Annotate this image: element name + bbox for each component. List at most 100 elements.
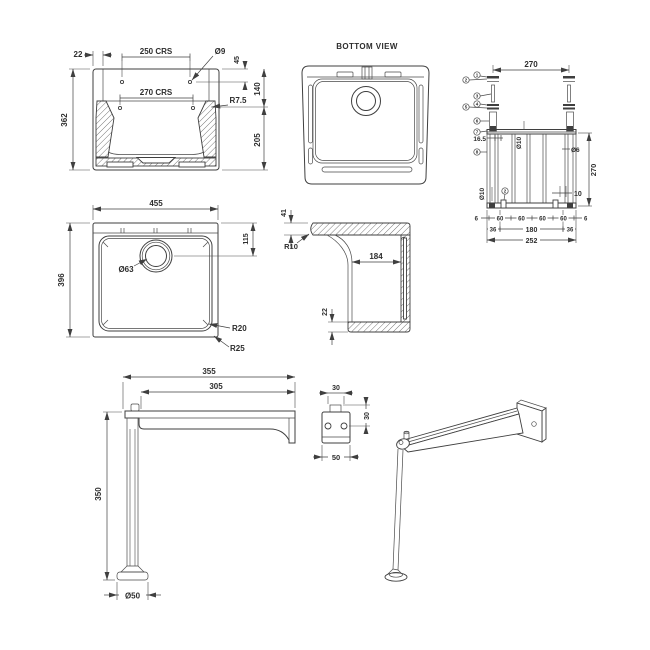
dim-label: 60 bbox=[518, 217, 525, 223]
leg-side-view: 355 305 350 Ø50 bbox=[94, 367, 296, 601]
dim-label: Ø9 bbox=[215, 47, 226, 56]
callout-balloons: 1 2 3 4 5 6 7 8 2 bbox=[462, 71, 509, 201]
leg-perspective-view bbox=[384, 399, 547, 582]
dim-total-length: 355 bbox=[122, 367, 296, 409]
dim-top-width: 270 bbox=[492, 60, 570, 73]
fixing-screw-left bbox=[487, 76, 499, 132]
dim-label: 252 bbox=[526, 238, 538, 245]
dim-corner-radius: R7.5 bbox=[211, 96, 247, 109]
callout-label: 2 bbox=[465, 78, 468, 83]
dim-width: 455 bbox=[92, 199, 219, 220]
dim-label: Ø50 bbox=[125, 592, 141, 601]
dim-label: 270 CRS bbox=[140, 88, 173, 97]
dim-bowl-width: 184 bbox=[351, 252, 402, 265]
dim-rod-dia: Ø10 bbox=[516, 121, 525, 149]
dim-label: 22 bbox=[74, 50, 83, 59]
dim-front-radius: R10 bbox=[284, 233, 310, 251]
plate-hole bbox=[324, 422, 332, 430]
dim-label: R10 bbox=[284, 242, 298, 251]
dim-hole-offset: 30 bbox=[343, 396, 371, 435]
dim-plate-width: 50 bbox=[313, 445, 359, 462]
dim-label: 305 bbox=[209, 382, 223, 391]
dim-total-height: 362 bbox=[60, 68, 90, 171]
dim-label: 396 bbox=[57, 273, 66, 287]
leg-outline bbox=[116, 403, 296, 581]
foot-slot bbox=[321, 166, 413, 173]
dim-label: 10 bbox=[574, 191, 582, 198]
dim-drain-dia: Ø63 bbox=[118, 258, 148, 274]
dim-ten: 10 bbox=[552, 186, 582, 198]
dim-label: Ø6 bbox=[571, 147, 580, 154]
dim-label: Ø63 bbox=[118, 265, 134, 274]
dim-label: 30 bbox=[332, 385, 340, 392]
dim-label: 455 bbox=[149, 199, 163, 208]
dim-label: 250 CRS bbox=[140, 47, 173, 56]
dim-label: 355 bbox=[202, 367, 216, 376]
front-view: 22 250 CRS Ø9 270 CRS R7.5 bbox=[60, 47, 268, 171]
drain-hole-plan bbox=[139, 239, 173, 273]
dim-base-thickness: 22 bbox=[322, 308, 348, 345]
dim-label: 36 bbox=[490, 228, 497, 234]
dim-label: 22 bbox=[322, 308, 329, 316]
section-view: 41 R10 184 22 bbox=[281, 209, 411, 345]
dim-rim-thickness: 41 bbox=[281, 209, 309, 248]
dim-label: R7.5 bbox=[230, 96, 247, 105]
dim-rim-height: 140 bbox=[211, 68, 268, 108]
sink-front-outline bbox=[92, 68, 220, 171]
dim-depth: 396 bbox=[57, 222, 90, 338]
sink-section-outline bbox=[310, 222, 411, 333]
dim-lower-height: 205 bbox=[222, 106, 268, 171]
dim-label: 140 bbox=[253, 82, 262, 96]
dim-label: 45 bbox=[234, 56, 241, 64]
callout-label: 3 bbox=[476, 94, 479, 99]
fixing-hole bbox=[119, 79, 125, 85]
dim-label: 36 bbox=[567, 228, 574, 234]
dim-label: 6 bbox=[584, 217, 588, 223]
dim-outer-radius: R25 bbox=[213, 335, 245, 353]
fixing-frame bbox=[486, 129, 577, 209]
dim-label: 41 bbox=[281, 209, 288, 217]
dim-hole-top: 45 bbox=[196, 56, 248, 91]
dim-label: 60 bbox=[539, 217, 546, 223]
dim-drain-offset: 115 bbox=[174, 222, 257, 257]
plate-hole bbox=[340, 422, 348, 430]
foot-slot bbox=[308, 147, 313, 165]
callout-label: 6 bbox=[476, 119, 479, 124]
callout-label: 1 bbox=[476, 73, 479, 78]
fixing-hole bbox=[117, 105, 123, 111]
callout-label: 4 bbox=[476, 102, 479, 107]
dim-arm-length: 305 bbox=[140, 382, 296, 409]
fixing-hole bbox=[190, 105, 196, 111]
dim-label: R20 bbox=[232, 324, 247, 333]
sink-plan-outline bbox=[92, 222, 219, 338]
dim-bar-dia: Ø6 bbox=[562, 147, 580, 154]
foot-slot bbox=[308, 84, 313, 144]
dim-label: 50 bbox=[332, 453, 340, 462]
fixing-hole bbox=[187, 79, 193, 85]
dim-frame-height: 270 bbox=[578, 132, 598, 207]
dim-bottom-chain: 60 60 60 60 6 6 36 180 36 252 bbox=[475, 210, 588, 245]
callout-label: 5 bbox=[465, 105, 468, 110]
dim-label: 16.5 bbox=[473, 136, 486, 143]
callout-label: 7 bbox=[476, 130, 479, 135]
dim-label: 184 bbox=[369, 252, 383, 261]
dim-inner-radius: R20 bbox=[208, 323, 247, 333]
dim-270-crs: 270 CRS bbox=[119, 88, 194, 105]
dim-250-crs: 250 CRS bbox=[121, 47, 191, 77]
drain-hole bbox=[351, 86, 381, 116]
dim-label: R25 bbox=[230, 344, 245, 353]
foot-slot bbox=[418, 147, 424, 165]
dim-label: 350 bbox=[94, 487, 103, 501]
plate-outline bbox=[321, 404, 351, 444]
dim-label: 180 bbox=[526, 227, 538, 234]
fixing-screw-right bbox=[563, 76, 575, 132]
dim-label: Ø10 bbox=[479, 187, 486, 200]
dim-label: 270 bbox=[589, 164, 598, 177]
dim-label: 6 bbox=[475, 217, 479, 223]
dim-label: 115 bbox=[243, 233, 250, 244]
callout-label: 2 bbox=[504, 189, 507, 194]
dim-tab-offset: 16.5 bbox=[473, 135, 503, 143]
dim-foot-dia: Ø50 bbox=[104, 582, 161, 601]
